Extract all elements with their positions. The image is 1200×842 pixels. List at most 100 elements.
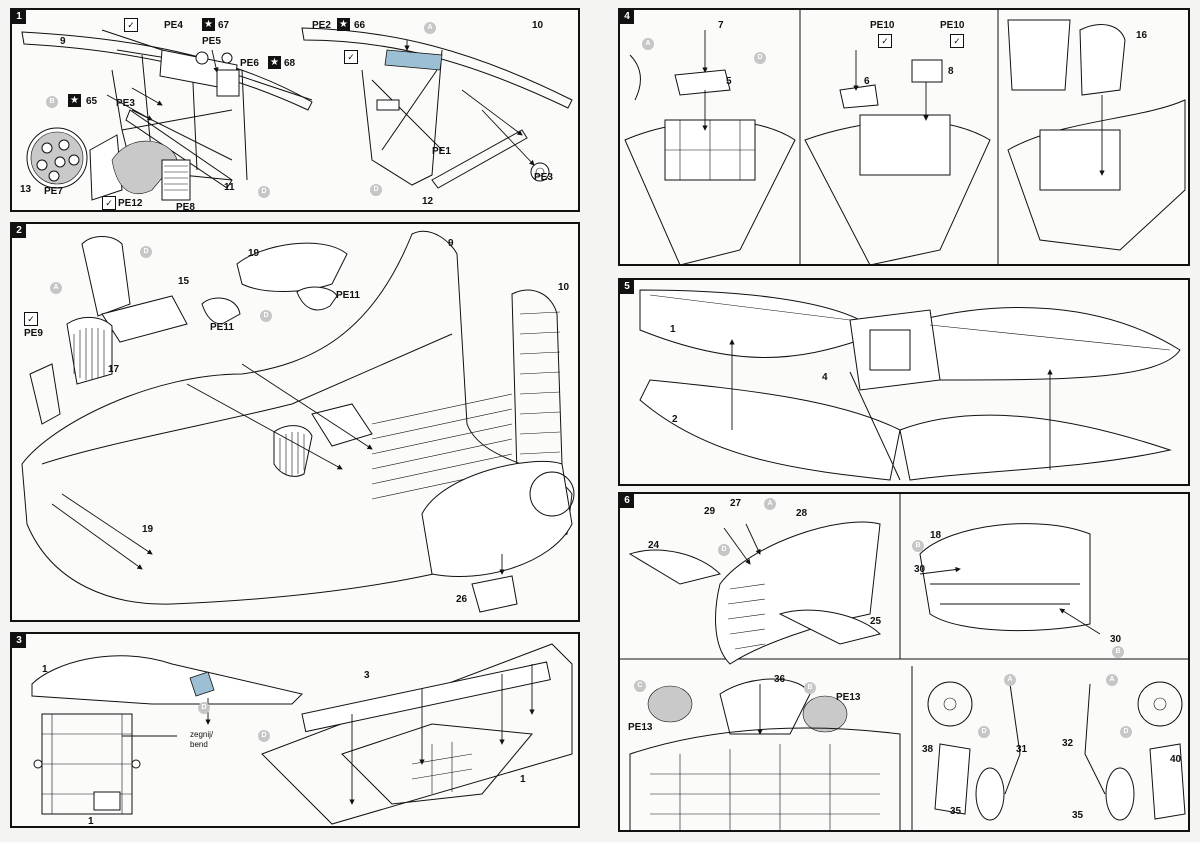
- label: 16: [1136, 30, 1148, 41]
- label: 2: [672, 414, 678, 425]
- label: PE10: [940, 20, 965, 31]
- label: 36: [774, 674, 786, 685]
- color-callout-icon: D: [718, 544, 730, 556]
- label: 65: [86, 96, 98, 107]
- star-icon: ★: [68, 94, 81, 107]
- label: 6: [864, 76, 870, 87]
- step-number: 2: [12, 224, 26, 238]
- step-4-panel: 4 A 7 D 5 PE10 ✓ PE10 ✓ 6 8: [618, 8, 1190, 266]
- label: 5: [726, 76, 732, 87]
- label: 1: [88, 816, 94, 827]
- star-icon: ★: [268, 56, 281, 69]
- label: 3: [364, 670, 370, 681]
- label: 7: [718, 20, 724, 31]
- step-5-panel: 5 1 4 2: [618, 278, 1190, 486]
- label: 1: [42, 664, 48, 675]
- color-callout-icon: D: [140, 246, 152, 258]
- step-3-drawing: [31, 643, 573, 825]
- label: 32: [1062, 738, 1074, 749]
- label: 9: [448, 238, 454, 249]
- color-callout-icon: B: [46, 96, 58, 108]
- check-mark-icon: ✓: [102, 196, 116, 210]
- label: PE12: [118, 198, 143, 209]
- step-number: 1: [12, 10, 26, 24]
- label: PE7: [44, 186, 63, 197]
- right-page: 4 A 7 D 5 PE10 ✓ PE10 ✓ 6 8: [600, 0, 1200, 842]
- check-mark-icon: ✓: [878, 34, 892, 48]
- left-page: 1: [10, 8, 580, 828]
- color-callout-icon: B: [912, 540, 924, 552]
- label: 29: [704, 506, 716, 517]
- step-2-panel: 2 15 D A: [10, 222, 580, 622]
- color-callout-icon: D: [198, 702, 210, 714]
- label: PE6: [240, 58, 259, 69]
- label: 28: [796, 508, 808, 519]
- color-callout-icon: B: [804, 682, 816, 694]
- step-5-drawing: [639, 289, 1181, 481]
- step-6-drawing: [620, 494, 1188, 830]
- step-number: 5: [620, 280, 634, 294]
- color-callout-icon: A: [50, 282, 62, 294]
- color-callout-icon: D: [754, 52, 766, 64]
- label: PE8: [176, 202, 195, 212]
- label: 11: [224, 182, 235, 193]
- color-callout-icon: B: [1112, 646, 1124, 658]
- star-icon: ★: [337, 18, 350, 31]
- label: 10: [532, 20, 544, 31]
- label: 18: [930, 530, 942, 541]
- color-callout-icon: A: [1004, 674, 1016, 686]
- label: 26: [456, 594, 468, 605]
- label: PE5: [202, 36, 221, 47]
- label: 68: [284, 58, 296, 69]
- label: 30: [1110, 634, 1122, 645]
- step-4-drawing: [624, 10, 1186, 264]
- color-callout-icon: D: [258, 730, 270, 742]
- label: 35: [1072, 810, 1084, 821]
- label: PE13: [628, 722, 653, 733]
- label: PE3: [116, 98, 135, 109]
- color-callout-icon: D: [370, 184, 382, 196]
- label: zegnij/: [190, 730, 214, 739]
- label: bend: [190, 740, 208, 749]
- label: 30: [914, 564, 926, 575]
- label: 66: [354, 20, 366, 31]
- label: PE4: [164, 20, 183, 31]
- label: 19: [248, 248, 260, 259]
- label: PE10: [870, 20, 895, 31]
- label: 27: [730, 498, 742, 509]
- color-callout-icon: C: [634, 680, 646, 692]
- color-callout-icon: D: [978, 726, 990, 738]
- step-1-panel: 1: [10, 8, 580, 212]
- label: 38: [922, 744, 934, 755]
- label: 31: [1016, 744, 1028, 755]
- label: PE11: [336, 290, 360, 301]
- label: 8: [948, 66, 954, 77]
- label: 40: [1170, 754, 1182, 765]
- color-callout-icon: A: [1106, 674, 1118, 686]
- check-mark-icon: ✓: [950, 34, 964, 48]
- color-callout-icon: A: [424, 22, 436, 34]
- step-number: 4: [620, 10, 634, 24]
- label: 1: [670, 324, 676, 335]
- check-mark-icon: ✓: [124, 18, 138, 32]
- color-callout-icon: D: [258, 186, 270, 198]
- step-2-drawing: [21, 231, 575, 613]
- label: 35: [950, 806, 962, 817]
- label: 4: [822, 372, 828, 383]
- color-callout-icon: D: [1120, 726, 1132, 738]
- label: 13: [20, 184, 32, 195]
- color-callout-icon: D: [260, 310, 272, 322]
- label: 9: [60, 36, 66, 47]
- label: PE1: [432, 146, 451, 157]
- label: 25: [870, 616, 882, 627]
- label: PE2: [312, 20, 331, 31]
- instrument-dials: [36, 139, 80, 182]
- step-3-panel: 3 1 zegnij/ bend 1 3 1 D D: [10, 632, 580, 828]
- label: 19: [142, 524, 154, 535]
- step-1-drawing: [21, 27, 573, 201]
- check-mark-icon: ✓: [24, 312, 38, 326]
- label: 1: [520, 774, 526, 785]
- label: PE3: [534, 172, 553, 183]
- label: 12: [422, 196, 434, 207]
- label: 24: [648, 540, 660, 551]
